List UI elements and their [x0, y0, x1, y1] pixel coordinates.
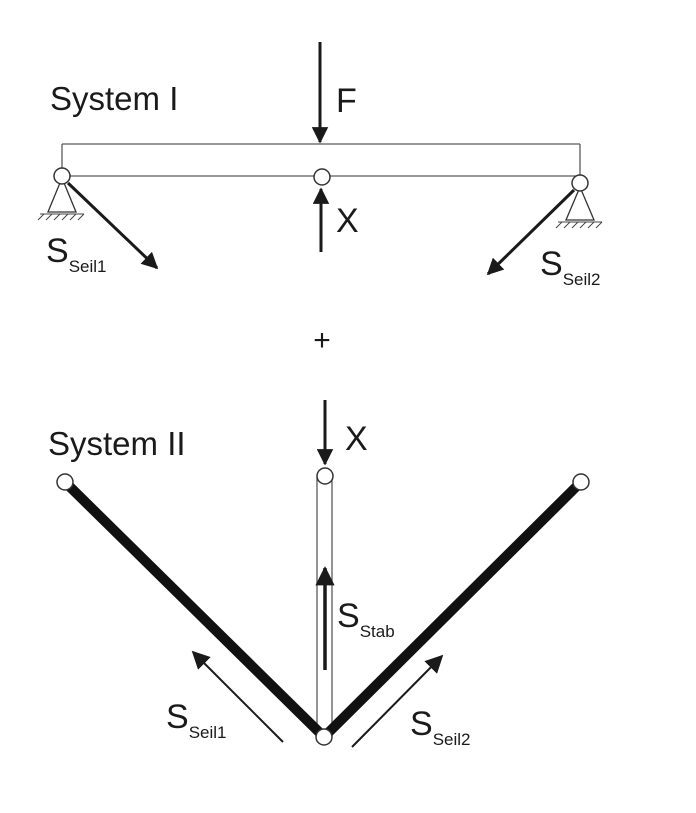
cable-1-force-arrow — [66, 181, 159, 270]
top-right-hinge — [572, 473, 590, 491]
system-1-title: System I — [50, 80, 178, 117]
force-f-label: F — [336, 82, 357, 120]
load-x-label: X — [345, 420, 368, 458]
right-pin-support — [555, 185, 603, 229]
cable-2-force-arrow — [486, 188, 576, 276]
system-2-title: System II — [48, 425, 186, 462]
vertical-rod — [316, 477, 333, 736]
cable-2-force-label-2: SSeil2 — [410, 705, 471, 749]
center-hinge — [313, 168, 331, 186]
plus-sign: + — [313, 324, 331, 357]
system-1: System I — [37, 42, 603, 289]
system-2: System II X SStab SSeil1 SSeil2 — [48, 400, 590, 749]
reaction-x-label: X — [336, 202, 359, 240]
top-center-hinge — [316, 467, 334, 485]
left-pin-support — [37, 176, 85, 221]
cable-2-force-label: SSeil2 — [540, 245, 601, 289]
cable-1-force-label: SSeil1 — [46, 232, 107, 276]
left-cable — [61, 478, 328, 741]
cable-2-force-arrow-2 — [351, 654, 444, 748]
bottom-hinge — [315, 728, 333, 746]
left-hinge — [53, 167, 71, 185]
top-left-hinge — [56, 473, 74, 491]
cable-1-force-label-2: SSeil1 — [166, 698, 227, 742]
rod-force-label: SStab — [337, 597, 395, 641]
right-cable — [320, 478, 585, 741]
right-hinge — [571, 174, 589, 192]
cable-1-force-arrow-2 — [191, 650, 284, 743]
